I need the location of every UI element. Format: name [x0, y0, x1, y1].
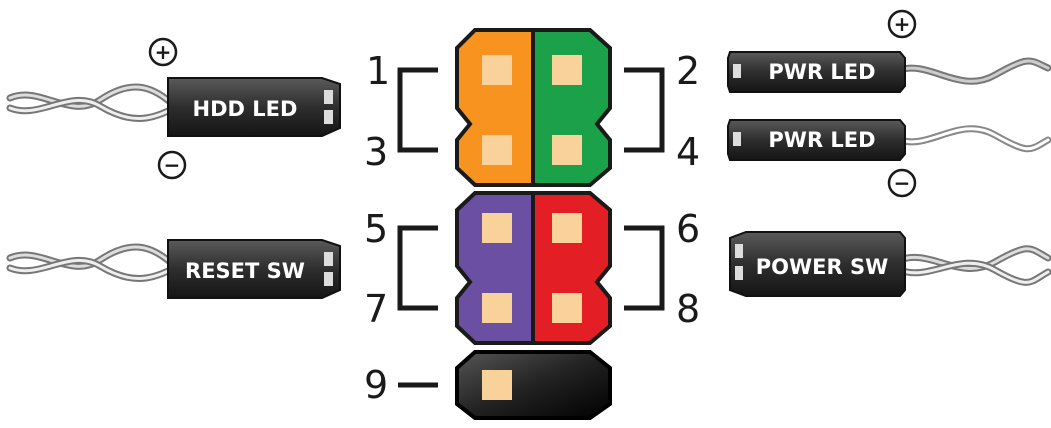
- pwr-led-top-wire: [896, 57, 1051, 85]
- pwr-led-top-connector: PWR LED: [727, 51, 906, 93]
- pin-3-square: [482, 135, 512, 165]
- pin-1-square: [482, 55, 512, 85]
- pin-number-7: 7: [364, 287, 388, 331]
- svg-text:+: +: [155, 40, 172, 64]
- power-sw-wire: [896, 245, 1051, 286]
- hdd-led-label: HDD LED: [193, 97, 298, 121]
- pin-5-square: [482, 213, 512, 243]
- pin-number-5: 5: [364, 207, 388, 251]
- pwr-led-bottom-connector: PWR LED: [727, 119, 906, 161]
- pin-4-square: [552, 135, 582, 165]
- pin-2-square: [552, 55, 582, 85]
- pwr-led-top-label: PWR LED: [768, 60, 875, 84]
- pwr-led-bottom-label: PWR LED: [768, 128, 875, 152]
- pin-brackets: [397, 67, 665, 388]
- pin-number-2: 2: [676, 49, 700, 93]
- bracket-1-3: [397, 67, 438, 153]
- pin-number-1: 1: [366, 49, 390, 93]
- pin9-block: [455, 350, 612, 420]
- pin-6-square: [552, 213, 582, 243]
- reset-sw-label: RESET SW: [185, 259, 305, 283]
- power-sw-label: POWER SW: [756, 255, 889, 279]
- reset-sw-connector: RESET SW: [167, 239, 341, 299]
- pin-squares: [482, 55, 582, 400]
- svg-text:+: +: [894, 12, 911, 36]
- pin-7-square: [482, 293, 512, 323]
- power-sw-connector: POWER SW: [729, 231, 906, 297]
- pin-9-square: [482, 370, 512, 400]
- pwr-led-bottom-wire: [896, 125, 1051, 153]
- pin-number-4: 4: [676, 130, 700, 174]
- hdd-led-connector: HDD LED: [167, 77, 341, 137]
- minus-icon: −: [887, 168, 917, 198]
- plus-icon: +: [148, 37, 178, 67]
- svg-text:−: −: [164, 153, 181, 177]
- svg-text:−: −: [894, 171, 911, 195]
- pin-number-8: 8: [676, 287, 700, 331]
- bracket-6-8: [624, 225, 665, 311]
- plus-icon: +: [887, 9, 917, 39]
- pin-8-square: [552, 293, 582, 323]
- reset-sw-wire: [6, 243, 174, 282]
- bracket-5-7: [397, 225, 438, 311]
- pin-number-9: 9: [364, 363, 388, 407]
- pin-number-3: 3: [364, 130, 388, 174]
- bracket-2-4: [624, 67, 665, 153]
- pin-number-6: 6: [676, 207, 700, 251]
- hdd-led-wire: [6, 83, 174, 122]
- minus-icon: −: [157, 150, 187, 180]
